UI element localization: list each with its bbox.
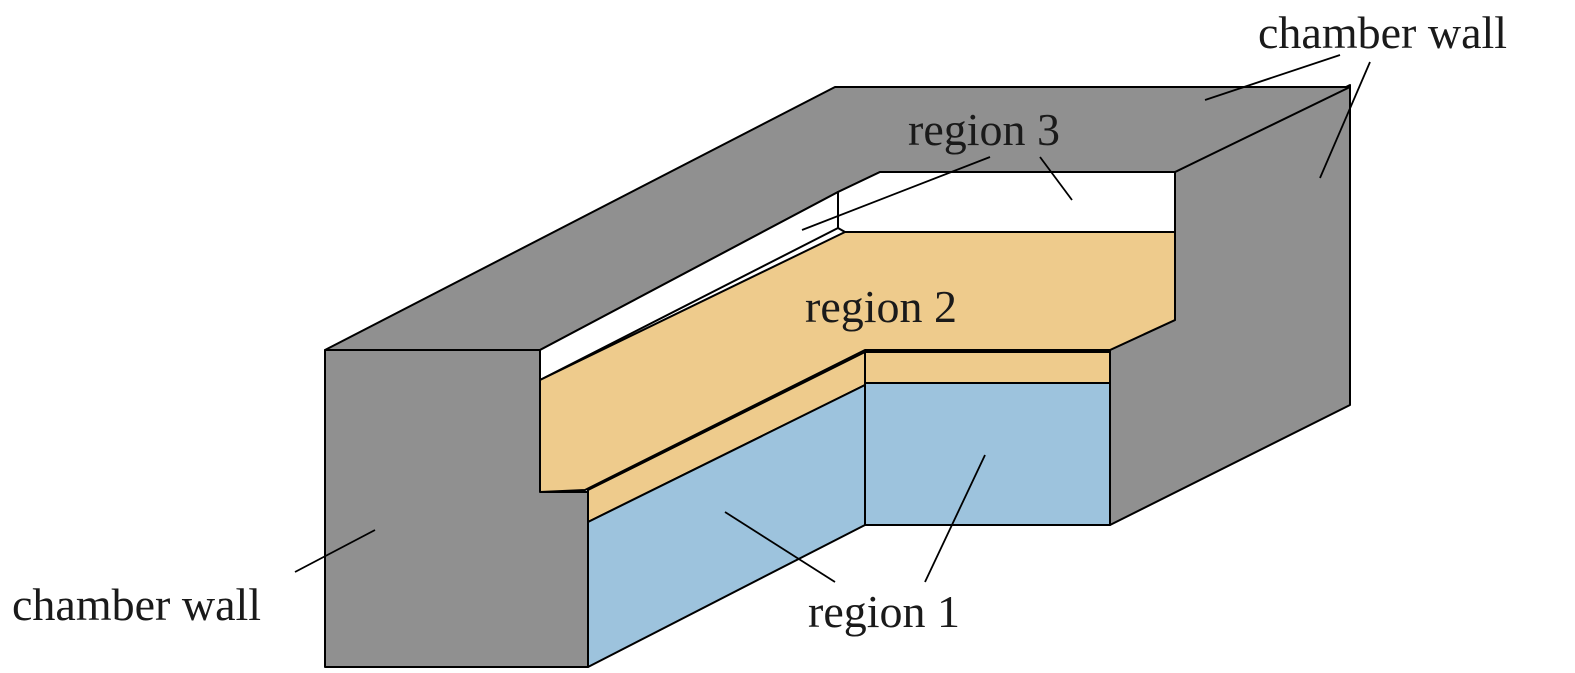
label-chamber-wall-top: chamber wall [1258,7,1507,58]
leader-chamber-wall-left [294,529,376,573]
label-region-2: region 2 [805,281,957,332]
region-1-end-face [864,382,1111,526]
region-3-end-strip [837,171,1176,233]
left-wall-face [324,349,589,668]
label-region-3: region 3 [908,104,1060,155]
label-region-1: region 1 [808,586,960,637]
leader-region-3-1 [801,156,991,231]
leader-region-3-2 [1039,156,1073,201]
leader-region-1-2 [924,454,986,583]
leader-region-1-1 [724,511,836,583]
region-2-end-face [864,351,1111,384]
leader-chamber-wall-top-2 [1319,61,1371,179]
leader-chamber-wall-top-1 [1204,54,1341,101]
label-chamber-wall-left: chamber wall [12,579,261,630]
